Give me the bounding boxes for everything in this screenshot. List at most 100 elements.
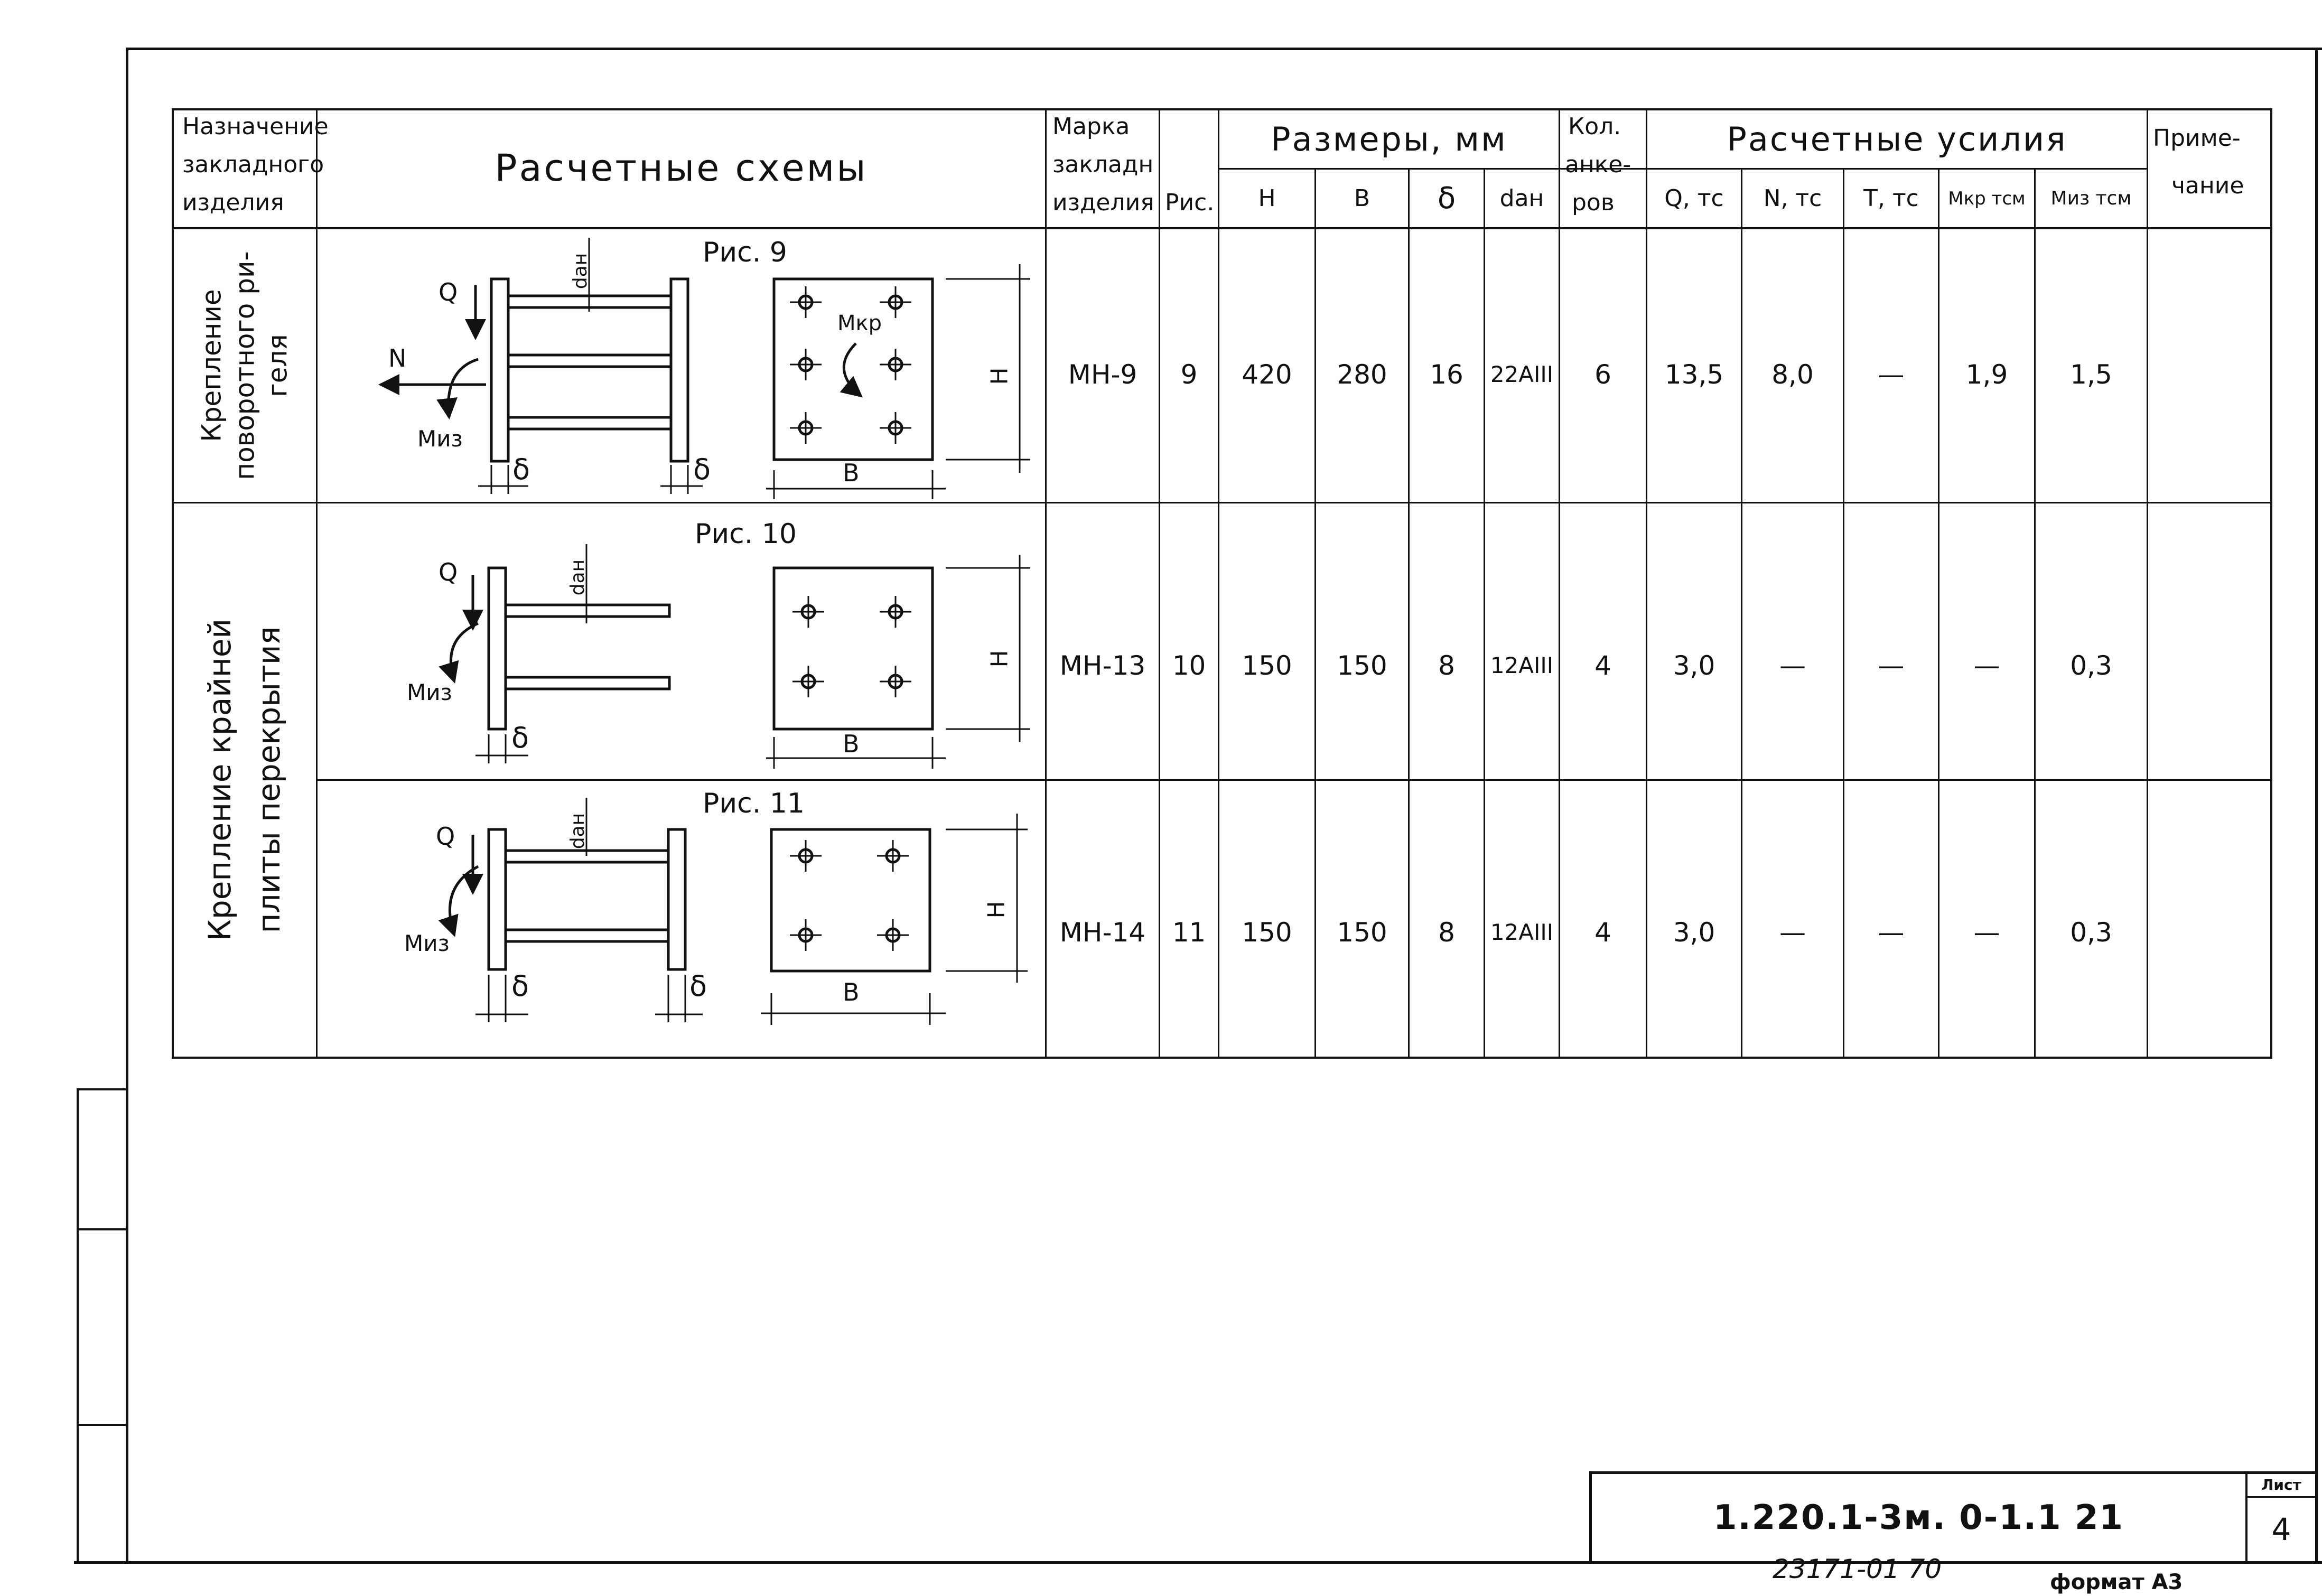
row-3-d: 12АIII	[1490, 919, 1554, 945]
header-dim-B: B	[1354, 184, 1370, 212]
header-dim-d: dан	[1499, 184, 1544, 212]
sheet-number: 4	[2271, 1511, 2291, 1547]
header-note-line2: чание	[2171, 172, 2244, 199]
row-3-Q: 3,0	[1673, 917, 1715, 948]
frame-bottom	[74, 1561, 2322, 1564]
fig-9-label-delta-1: δ	[512, 453, 530, 486]
header-force-N: N, тс	[1763, 184, 1822, 212]
row-2-H: 150	[1242, 650, 1292, 681]
fig-10-label-Miz: Миз	[407, 679, 452, 705]
header-schemes: Расчетные схемы	[495, 146, 868, 190]
row-1-d: 22АIII	[1490, 361, 1554, 387]
row-2-anchors: 4	[1594, 650, 1611, 681]
row-3-N: —	[1779, 917, 1806, 948]
row-3-mark: МН-14	[1059, 917, 1146, 948]
header-mark-line1: Марка	[1052, 113, 1130, 140]
row-1-T: —	[1878, 359, 1905, 390]
header-dim-H: H	[1258, 184, 1276, 212]
binding-strip-left	[77, 1088, 79, 1564]
header-anchors-line2: анке-	[1565, 151, 1631, 178]
frame-right	[2315, 48, 2318, 1564]
fig-11-label-B: B	[843, 978, 860, 1006]
header-anchors-line1: Кол.	[1568, 113, 1621, 140]
row-3-T: —	[1878, 917, 1905, 948]
fig-10-Miz-arrow	[439, 622, 479, 684]
row-2-fig: 10	[1172, 650, 1206, 681]
row-1-delta: 16	[1430, 359, 1463, 390]
header-purpose-line3: изделия	[182, 189, 284, 216]
row-1-anchors: 6	[1594, 359, 1611, 390]
row-3-delta: 8	[1438, 917, 1455, 948]
row-3-anchors: 4	[1594, 917, 1611, 948]
fig-11-side-view	[438, 798, 703, 1022]
fig-9-label-d: dан	[570, 253, 592, 290]
header-forces-title: Расчетные усилия	[1727, 119, 2067, 158]
row-2-delta: 8	[1438, 650, 1455, 681]
header-anchors-line3: ров	[1572, 189, 1615, 216]
fig-9-side-view	[378, 238, 703, 494]
fig-9-plan-view	[766, 264, 1030, 499]
header-force-Mkr: Мкр тсм	[1948, 188, 2026, 209]
header-dim-delta: δ	[1437, 181, 1456, 216]
row-2-Q: 3,0	[1673, 650, 1715, 681]
fig-9-label-N: N	[388, 344, 407, 372]
header-mark-line3: изделия	[1052, 189, 1154, 216]
fig-11-label-d: dан	[567, 813, 589, 850]
row-3-Mkr: —	[1973, 917, 2000, 948]
header-fig: Рис.	[1165, 189, 1215, 216]
row-1-mark: МН-9	[1068, 359, 1137, 390]
row-3-fig: 11	[1172, 917, 1206, 948]
row-3-H: 150	[1242, 917, 1292, 948]
fig-9-label-B: B	[843, 459, 860, 487]
fig-11-label-Q: Q	[436, 822, 455, 851]
sheet-label: Лист	[2261, 1476, 2301, 1494]
fig-10-label-delta: δ	[511, 721, 529, 754]
fig-9-Miz-arrow	[436, 358, 479, 419]
fig-10-label-d: dан	[567, 559, 589, 596]
row-2-N: —	[1779, 650, 1806, 681]
fig-10-label-Q: Q	[439, 558, 458, 586]
row-1-Miz: 1,5	[2070, 359, 2112, 390]
row-2-d: 12АIII	[1490, 652, 1554, 678]
binding-strip-line	[77, 1424, 128, 1426]
fig-10-title: Рис. 10	[695, 518, 797, 550]
header-force-T: T, тс	[1863, 184, 1919, 212]
fig-10-label-H: H	[986, 650, 1013, 668]
fig-11-label-delta-1: δ	[511, 969, 529, 1003]
row-2-Mkr: —	[1973, 650, 2000, 681]
fig-9-Mkr-arrow	[840, 342, 863, 398]
fig-10-label-B: B	[843, 730, 860, 758]
row-1-fig: 9	[1180, 359, 1198, 390]
row-2-B: 150	[1337, 650, 1387, 681]
fig-9-title: Рис. 9	[703, 237, 787, 268]
fig-11-Miz-arrow	[438, 865, 479, 937]
header-note-line1: Приме-	[2153, 125, 2241, 152]
binding-strip-line	[77, 1228, 128, 1230]
fig-11-label-delta-2: δ	[689, 969, 707, 1003]
binding-strip-line	[77, 1088, 128, 1090]
header-dims-title: Размеры, мм	[1271, 119, 1507, 158]
frame-top	[127, 48, 2322, 50]
row-3-note	[2148, 893, 2270, 972]
header-force-Miz: Миз тсм	[2050, 187, 2132, 209]
row-1-note	[2148, 335, 2270, 414]
fig-10-side-view	[439, 544, 671, 763]
fig-11-label-H: H	[983, 901, 1010, 919]
fig-9-label-H: H	[986, 367, 1013, 385]
doc-number: 1.220.1-3м. 0-1.1 21	[1713, 1498, 2124, 1537]
sheet-format: формат А3	[2050, 1570, 2183, 1594]
row-2-Miz: 0,3	[2070, 650, 2112, 681]
fig-9-label-delta-2: δ	[693, 453, 711, 486]
row-2-note	[2148, 626, 2270, 705]
frame-left	[126, 48, 128, 1564]
row-3-Miz: 0,3	[2070, 917, 2112, 948]
header-mark-line2: закладн	[1052, 151, 1154, 178]
row-1-B: 280	[1337, 359, 1387, 390]
header-purpose-line2: закладного	[182, 151, 324, 178]
fig-9-label-Q: Q	[439, 278, 458, 306]
inventory-number: 23171-01 70	[1773, 1554, 1942, 1584]
fig-11-title: Рис. 11	[703, 788, 805, 819]
header-purpose-line1: Назначение	[182, 113, 329, 140]
